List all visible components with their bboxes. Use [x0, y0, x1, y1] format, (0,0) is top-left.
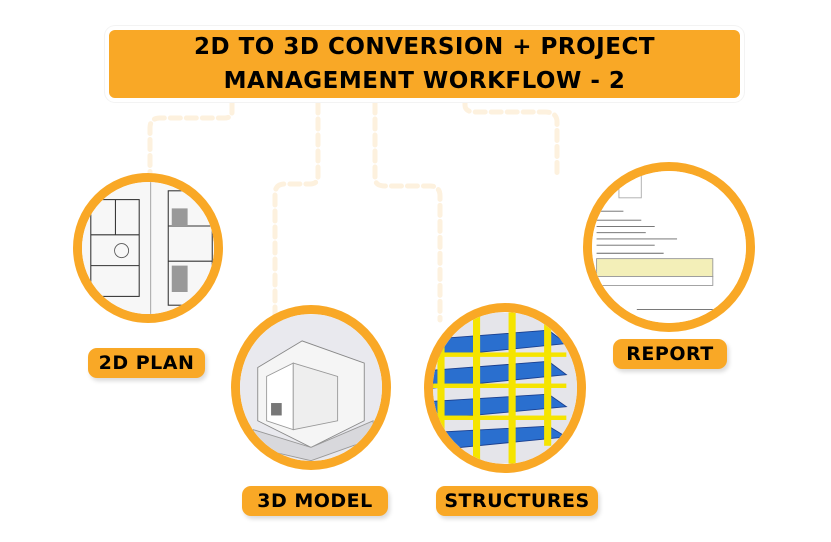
report-document-icon: [592, 171, 746, 323]
floor-plan-image: [73, 173, 223, 323]
floor-plan-icon: [82, 182, 214, 314]
step-label-2d-plan: 2D PLAN: [88, 348, 205, 378]
step-label-structures: STRUCTURES: [436, 486, 598, 516]
step-label-3d-model: 3D MODEL: [242, 486, 388, 516]
step-label-text: STRUCTURES: [444, 490, 590, 512]
page-title: 2D TO 3D CONVERSION + PROJECT MANAGEMENT …: [109, 30, 740, 98]
3d-model-icon: [240, 314, 382, 461]
step-label-text: REPORT: [626, 343, 714, 365]
step-label-report: REPORT: [613, 339, 727, 369]
structural-frame-icon: [433, 312, 577, 464]
3d-model-image: [231, 305, 391, 470]
structural-frame-image: [424, 303, 586, 473]
title-line-1: 2D TO 3D CONVERSION + PROJECT: [193, 34, 656, 60]
step-label-text: 2D PLAN: [98, 352, 195, 374]
step-label-text: 3D MODEL: [257, 490, 373, 512]
report-document-image: [583, 162, 755, 332]
title-line-2: MANAGEMENT WORKFLOW - 2: [223, 68, 626, 94]
